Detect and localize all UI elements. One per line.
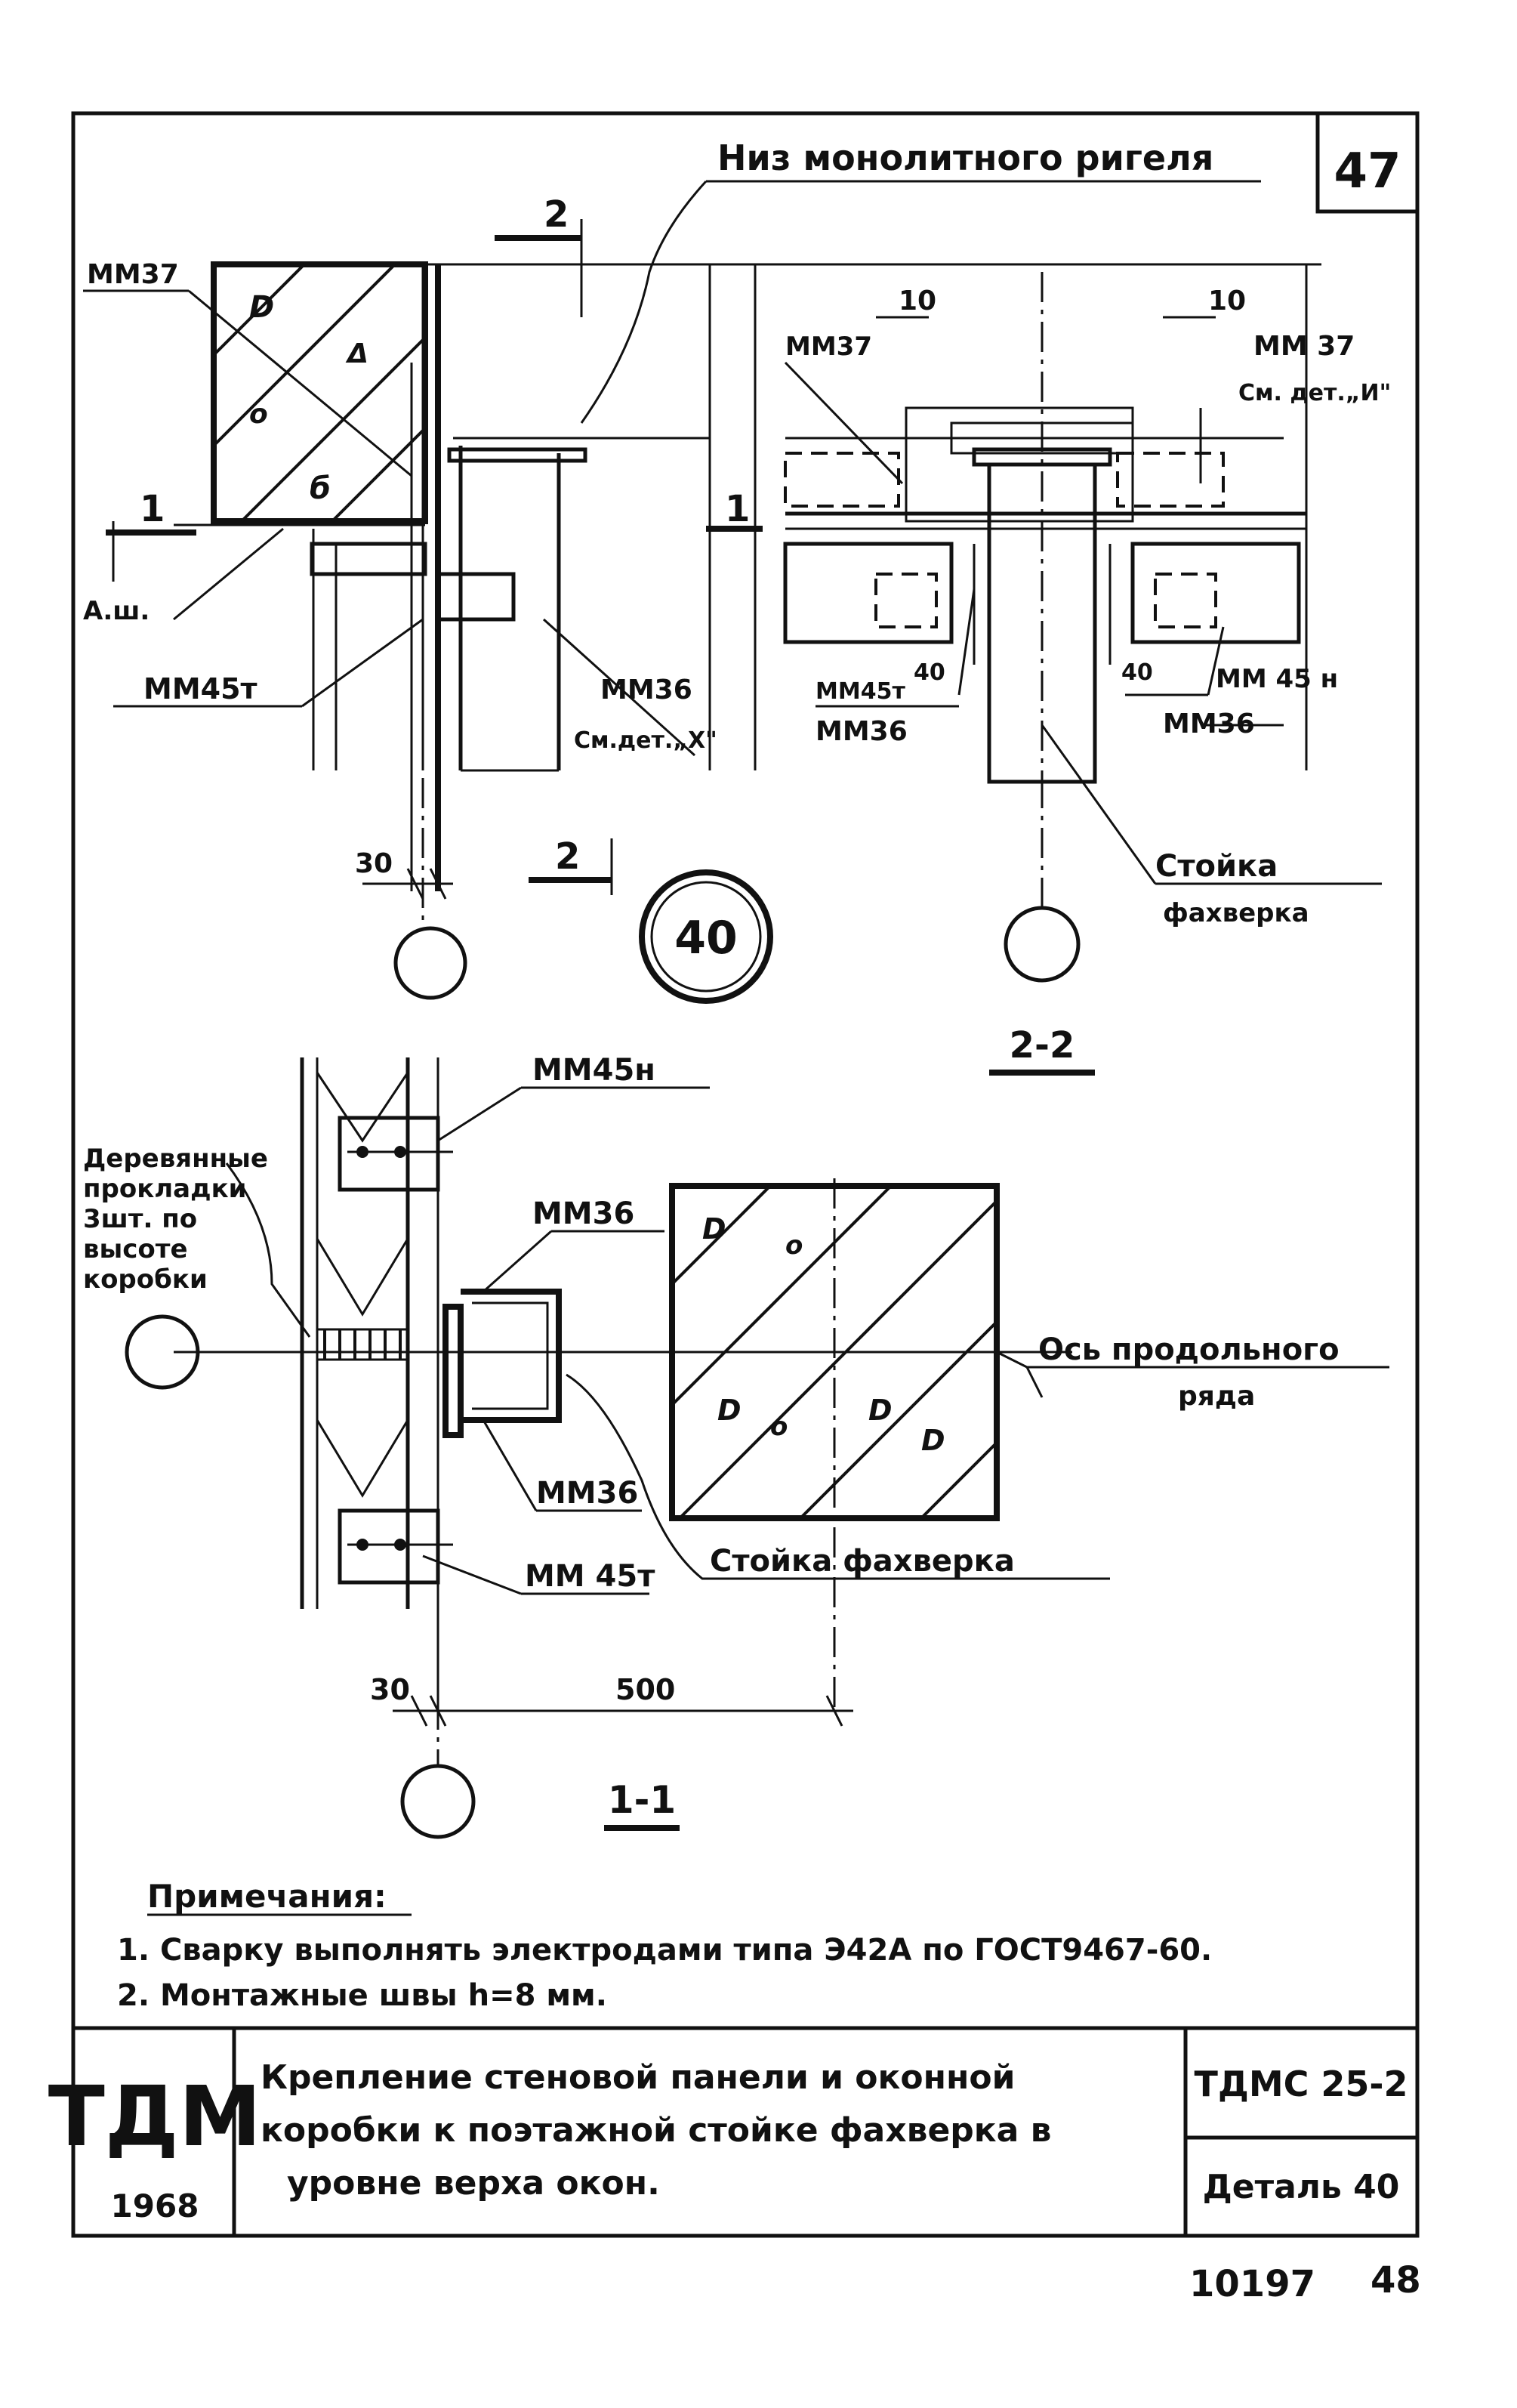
title-block-logo: ТДМ — [48, 2068, 261, 2165]
page-number: 47 — [1334, 144, 1401, 199]
label-ash: А.ш. — [83, 596, 150, 626]
label-mm37-left: ММ37 — [87, 259, 179, 290]
label-wood-pads: Деревянные прокладки 3шт. по высоте коро… — [83, 1144, 268, 1295]
title-description-3: уровне верха окон. — [287, 2164, 660, 2203]
label-dim-30-top: 30 — [355, 848, 393, 879]
label-dim-500: 500 — [615, 1673, 675, 1706]
svg-text:D: D — [717, 1394, 742, 1427]
svg-text:D: D — [921, 1424, 945, 1457]
label-mm45t-bottom: ММ 45т — [525, 1559, 655, 1594]
label-monolith-bottom: Низ монолитного ригеля — [717, 137, 1213, 178]
svg-text:o: o — [785, 1230, 803, 1261]
svg-text:Деревянные: Деревянные — [83, 1144, 268, 1174]
label-axis-row-2: ряда — [1178, 1381, 1255, 1412]
detail-number: 40 — [674, 912, 738, 965]
svg-text:D: D — [249, 290, 274, 325]
sheet-frame — [71, 111, 1420, 2238]
label-mm45h-right: ММ 45 н — [1216, 664, 1338, 694]
title-description-2: коробки к поэтажной стойке фахверка в — [261, 2111, 1052, 2150]
note-item-2: 2. Монтажные швы h=8 мм. — [117, 1978, 607, 2013]
label-post-bottom: Стойка фахверка — [710, 1544, 1015, 1579]
title-block-detail: Деталь 40 — [1203, 2168, 1400, 2206]
label-mm36-b-top: ММ36 — [532, 1196, 634, 1231]
label-dim-10-left: 10 — [899, 286, 936, 316]
section-2-2 — [754, 263, 1382, 1076]
stamp-number: 10197 — [1189, 2263, 1315, 2305]
svg-text:Δ: Δ — [345, 338, 368, 369]
notes-block: Примечания: 1. Сварку выполнять электрод… — [117, 1878, 1212, 2013]
label-mm36-right: ММ36 — [1163, 709, 1255, 739]
title-block-series: ТДМС 25-2 — [1194, 2064, 1408, 2104]
label-post-top-2: фахверка — [1163, 898, 1309, 928]
stamp-page: 48 — [1371, 2259, 1421, 2301]
label-section-1-left: 1 — [140, 488, 165, 530]
svg-text:o: o — [770, 1412, 788, 1442]
svg-text:D: D — [702, 1212, 726, 1246]
svg-text:б: б — [310, 471, 331, 506]
label-section-1-right: 1 — [725, 488, 750, 530]
svg-text:прокладки: прокладки — [83, 1174, 246, 1204]
label-mm37-right: ММ 37 — [1253, 331, 1355, 362]
label-section-2-bottom: 2 — [555, 835, 580, 878]
label-dim-40-left: 40 — [914, 659, 945, 686]
svg-text:3шт. по: 3шт. по — [83, 1204, 197, 1234]
note-item-1: 1. Сварку выполнять электродами типа Э42… — [117, 1933, 1212, 1968]
label-see-detail-x: См.дет.„Х" — [574, 727, 717, 754]
title-description-1: Крепление стеновой панели и оконной — [261, 2058, 1015, 2097]
svg-text:коробки: коробки — [83, 1264, 208, 1295]
detail-marker — [639, 869, 773, 1004]
label-section-2-top: 2 — [544, 193, 569, 236]
section-1-1: D o D D D o — [125, 1057, 1389, 1839]
label-dim-30-bottom: 30 — [370, 1673, 410, 1706]
label-mm37-mid: ММ37 — [785, 332, 872, 362]
title-block-year: 1968 — [111, 2187, 199, 2224]
label-mm45h-bottom: ММ45н — [532, 1053, 655, 1088]
label-see-detail-i: См. дет.„И" — [1238, 380, 1391, 406]
label-post-top-1: Стойка — [1155, 849, 1278, 884]
label-mm45t-mid: ММ45т — [816, 678, 905, 705]
label-dim-10-right: 10 — [1208, 286, 1246, 316]
svg-text:D: D — [868, 1394, 893, 1427]
label-mm36-b-bottom: ММ36 — [536, 1476, 638, 1511]
label-axis-row-1: Ось продольного — [1038, 1332, 1340, 1367]
caption-section-1-1: 1-1 — [608, 1778, 676, 1822]
label-mm45t-left: ММ45т — [143, 672, 257, 705]
label-dim-40-right: 40 — [1121, 659, 1153, 686]
section-left-elevation: D Δ o б — [83, 180, 1261, 1000]
caption-section-2-2: 2-2 — [1010, 1024, 1075, 1067]
svg-text:o: o — [249, 399, 268, 430]
notes-title: Примечания: — [147, 1878, 387, 1915]
label-mm36-mid: ММ36 — [816, 716, 908, 747]
label-mm36-left: ММ36 — [600, 675, 692, 705]
svg-text:высоте: высоте — [83, 1234, 188, 1264]
